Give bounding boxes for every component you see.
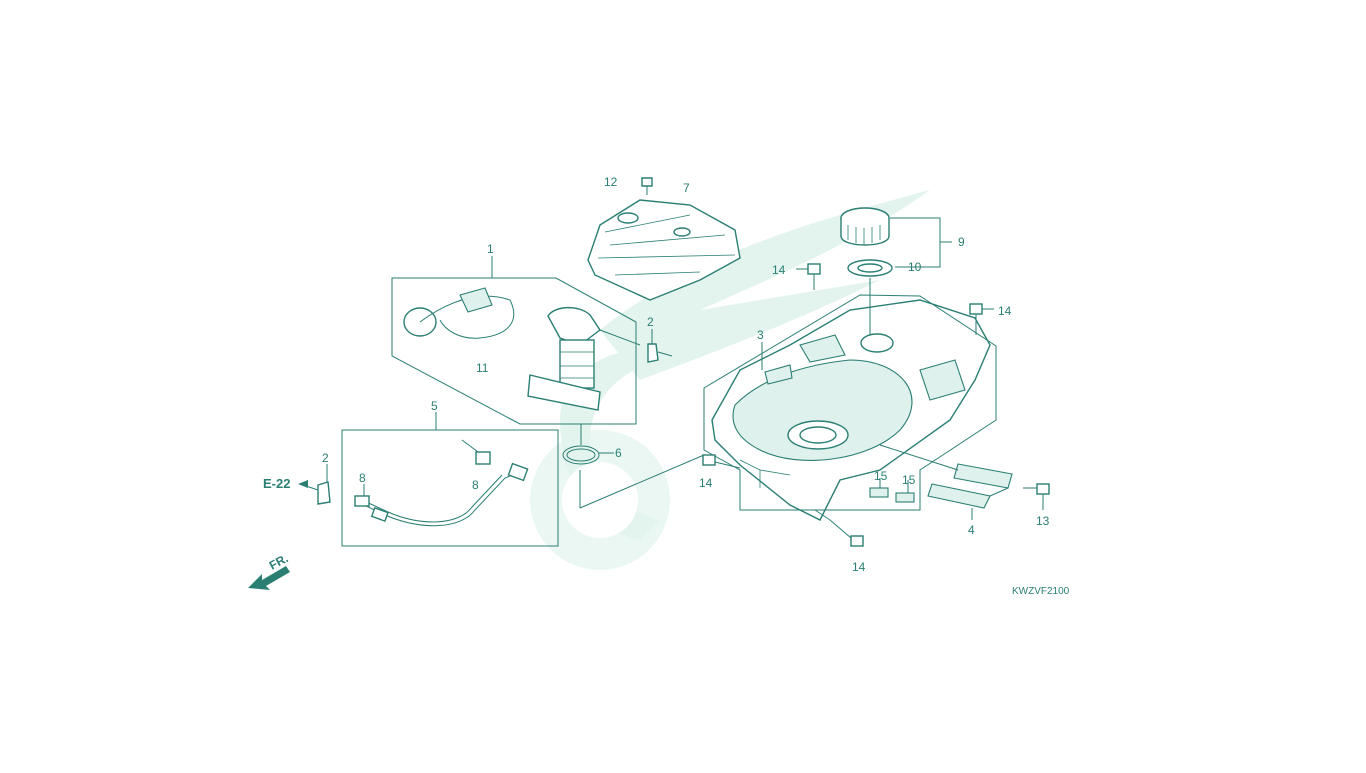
diagram-code: KWZVF2100 [1012, 586, 1070, 597]
callout-14-left: 14 [699, 476, 713, 490]
callout-5: 5 [431, 399, 438, 413]
part-fuel-hose [359, 439, 529, 527]
part-o-ring [562, 424, 614, 465]
part-bolt-14-right [969, 303, 994, 335]
callout-3: 3 [757, 328, 764, 342]
ref-page-label: E-22 [263, 476, 290, 491]
part-clip-2-left [299, 464, 331, 505]
callout-8-b: 8 [472, 478, 479, 492]
callout-1: 1 [487, 242, 494, 256]
callout-10: 10 [908, 260, 922, 274]
part-bracket-4 [879, 444, 1013, 520]
group-5-outline [341, 429, 559, 547]
ref-arrow-icon [298, 480, 308, 488]
callout-9: 9 [958, 235, 965, 249]
callout-14-top: 14 [772, 263, 786, 277]
front-arrow-icon [248, 566, 290, 590]
part-fuel-tank [711, 299, 991, 521]
group-1-outline [391, 277, 637, 425]
callout-7: 7 [683, 181, 690, 195]
part-pad-15 [869, 478, 915, 503]
callout-14-right: 14 [998, 304, 1012, 318]
callout-11: 11 [476, 361, 489, 375]
part-cover [587, 199, 741, 301]
part-clamp-8 [354, 484, 370, 507]
part-fuel-pump [527, 306, 641, 411]
part-screw-12 [641, 177, 653, 195]
callout-15-b: 15 [902, 473, 916, 487]
part-wire-harness [403, 287, 515, 339]
group-3-outline [703, 294, 997, 511]
callout-15: 15 [874, 469, 888, 483]
callout-6: 6 [615, 446, 622, 460]
part-bolt-14-left [702, 454, 741, 469]
part-bolt-14-bottom [829, 519, 864, 547]
part-clip-2 [647, 329, 673, 363]
callout-8: 8 [359, 471, 366, 485]
callout-12: 12 [604, 175, 618, 189]
part-bolt-13 [1023, 483, 1050, 510]
callout-2: 2 [647, 315, 654, 329]
callout-13: 13 [1036, 514, 1050, 528]
part-cap-gasket [847, 259, 893, 277]
part-fuel-cap [840, 207, 890, 246]
part-bolt-14-top [796, 263, 821, 290]
callout-2-left: 2 [322, 451, 329, 465]
callout-4: 4 [968, 523, 975, 537]
callout-14-bottom: 14 [852, 560, 866, 574]
